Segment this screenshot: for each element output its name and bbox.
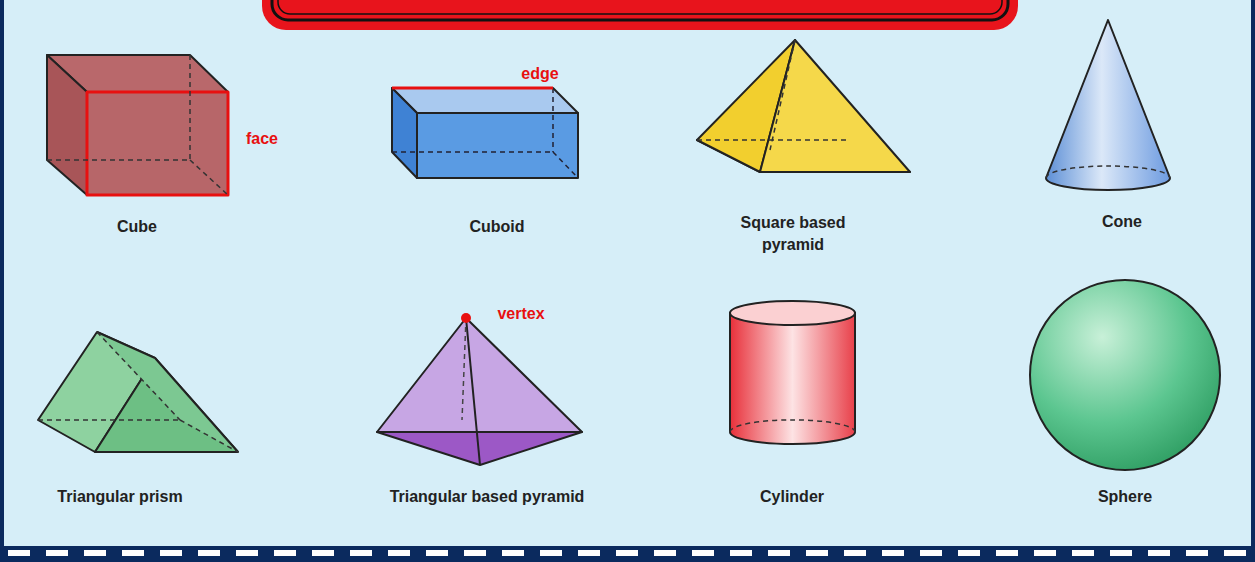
part-name: face xyxy=(227,128,297,150)
panel xyxy=(0,0,1255,548)
cuboid-figure xyxy=(392,88,578,178)
shape-name: Sphere xyxy=(1050,486,1200,508)
shape-name: Cylinder xyxy=(717,486,867,508)
shape-name: Triangular prism xyxy=(20,486,220,508)
cube-figure xyxy=(47,55,228,195)
frame-side xyxy=(0,0,4,562)
shape-name: Cone xyxy=(1047,211,1197,233)
triangular-prism-figure xyxy=(38,332,238,452)
banner-border xyxy=(272,0,1008,20)
part-name: edge xyxy=(500,63,580,85)
banner-border xyxy=(278,0,1002,14)
cone-figure xyxy=(1046,20,1170,190)
shape-name: Cube xyxy=(62,216,212,238)
triangular-pyramid-figure xyxy=(377,313,582,465)
title-banner xyxy=(262,0,1018,30)
cylinder-figure xyxy=(730,301,855,444)
part-name: vertex xyxy=(476,303,566,325)
frame-side xyxy=(1251,0,1255,562)
shape-name: Square based pyramid xyxy=(708,212,878,257)
shape-name: Cuboid xyxy=(422,216,572,238)
sphere-figure xyxy=(1030,280,1220,470)
square-pyramid-figure xyxy=(697,40,910,172)
dashed-border xyxy=(0,546,1255,562)
shape-name: Triangular based pyramid xyxy=(387,486,587,508)
